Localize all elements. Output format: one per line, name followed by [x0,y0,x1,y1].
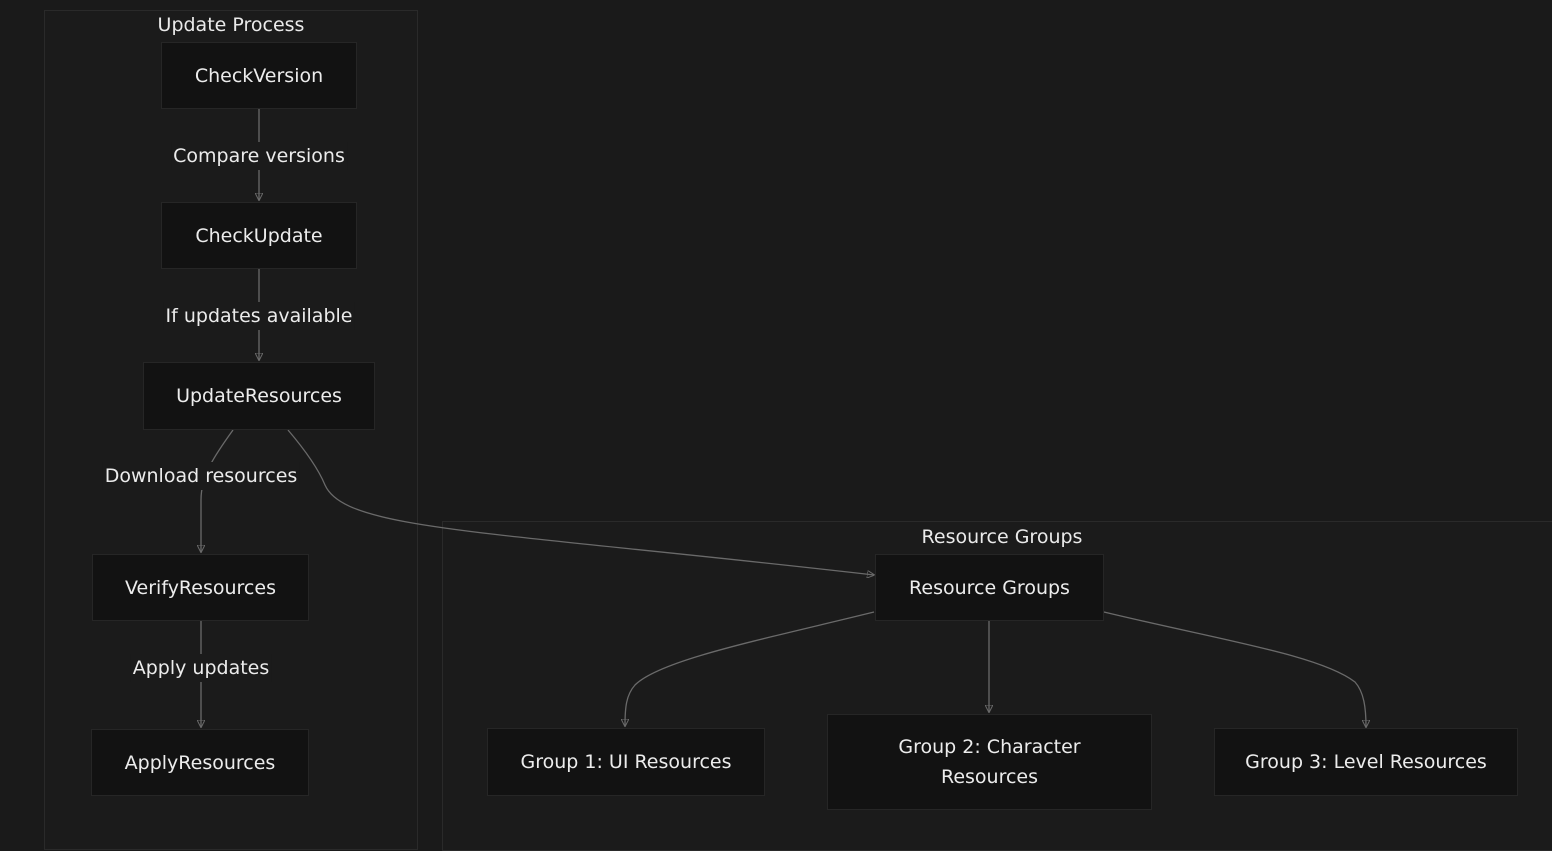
node-label: Group 2: Character Resources [898,736,1081,788]
cluster-update-process [44,10,418,850]
node-label: UpdateResources [176,385,342,407]
edge-label-compare-versions: Compare versions [171,142,347,170]
node-resource-groups[interactable]: Resource Groups [875,554,1104,621]
node-label: Resource Groups [909,576,1070,599]
node-label: VerifyResources [125,576,276,599]
node-group-2[interactable]: Group 2: Character Resources [827,714,1152,810]
node-apply-resources[interactable]: ApplyResources [91,729,309,796]
node-label: ApplyResources [124,751,276,774]
node-group-1[interactable]: Group 1: UI Resources [487,728,765,796]
node-check-version[interactable]: CheckVersion [161,42,357,109]
cluster-title-update-process: Update Process [157,14,305,36]
node-group-3[interactable]: Group 3: Level Resources [1214,728,1518,796]
node-label: Group 1: UI Resources [520,751,732,773]
node-update-resources[interactable]: UpdateResources [143,362,375,430]
edge-label-apply-updates: Apply updates [130,654,272,682]
node-check-update[interactable]: CheckUpdate [161,202,357,269]
node-label: CheckVersion [194,64,324,87]
node-verify-resources[interactable]: VerifyResources [92,554,309,621]
edge-label-download-resources: Download resources [102,462,300,490]
edge-label-if-updates-available: If updates available [163,302,355,330]
node-label: Group 3: Level Resources [1245,751,1487,773]
node-label: CheckUpdate [195,224,323,247]
cluster-title-resource-groups: Resource Groups [921,526,1083,548]
